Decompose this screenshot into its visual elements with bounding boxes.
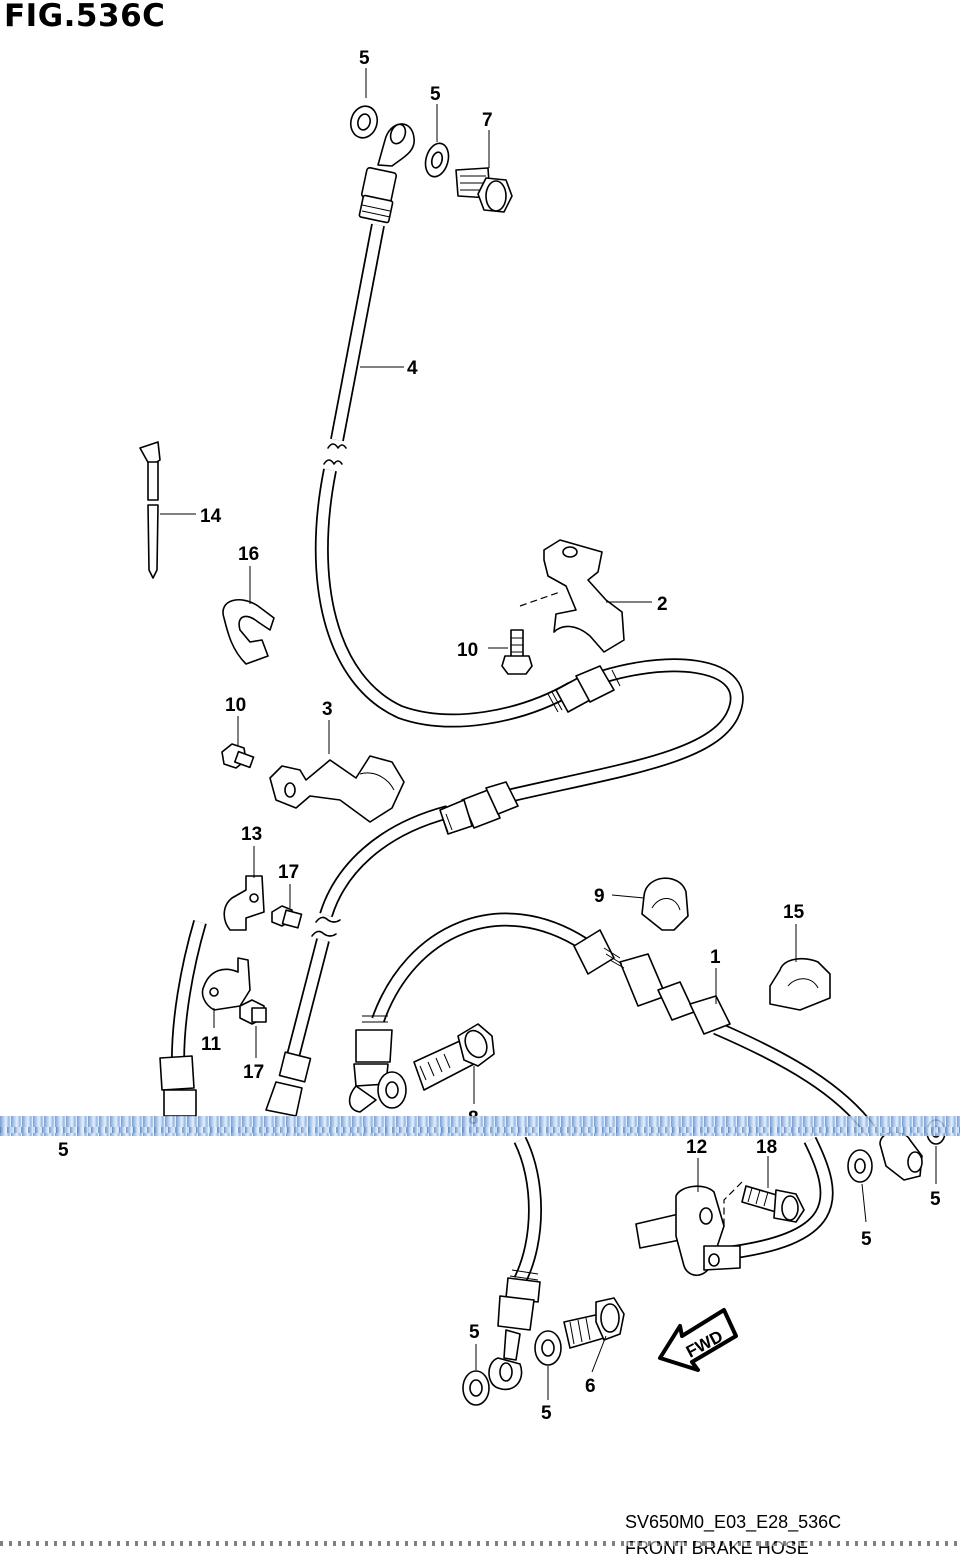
- bolt-17-lower: [239, 999, 267, 1025]
- callout-3: 3: [322, 699, 333, 720]
- scan-artifact-bottom: [0, 1541, 960, 1546]
- callout-10-upper: 10: [457, 640, 478, 661]
- callout-15: 15: [783, 902, 805, 923]
- callout-1: 1: [710, 947, 721, 968]
- callout-5-top: 5: [359, 48, 370, 69]
- callout-7: 7: [482, 110, 493, 131]
- bolt-10-upper: [501, 629, 533, 675]
- banjo-bolt-6: [563, 1297, 625, 1349]
- banjo-bolt-7: [455, 167, 513, 213]
- callout-9: 9: [594, 886, 605, 907]
- bolt-18: [741, 1185, 805, 1223]
- callout-5-bottom2: 5: [541, 1403, 552, 1424]
- callout-12: 12: [686, 1137, 707, 1158]
- washer-5-bottom1: [462, 1370, 490, 1406]
- bolt-10-lower: [221, 743, 255, 769]
- callout-14: 14: [200, 506, 222, 527]
- figure-title: FIG.536C: [4, 0, 166, 34]
- washer-5-top2: [424, 142, 450, 178]
- washer-5-top: [349, 105, 379, 139]
- callout-17-lower: 17: [243, 1062, 264, 1083]
- callout-5-right: 5: [930, 1189, 941, 1210]
- bracket-2: [543, 539, 625, 653]
- leader-lines: [160, 68, 937, 1400]
- bracket-3: [269, 755, 405, 823]
- callout-5-bottom1: 5: [469, 1322, 480, 1343]
- clamp-15: [769, 957, 831, 1011]
- washer-5-right: [847, 1149, 873, 1183]
- drawing-code: SV650M0_E03_E28_536C: [625, 1512, 842, 1532]
- banjo-bolt-8: [413, 1023, 495, 1091]
- callout-6: 6: [585, 1376, 596, 1397]
- callout-18: 18: [756, 1137, 777, 1158]
- callout-17-upper: 17: [278, 862, 299, 883]
- cable-tie-14: [139, 441, 161, 579]
- callout-5-top2: 5: [430, 84, 441, 105]
- callout-5-left: 5: [58, 1140, 69, 1161]
- callout-numbers: 5 5 7 4 14 16 2 10 10 3 13 17 9 15 1 11 …: [58, 48, 941, 1424]
- hose-4: [314, 123, 576, 728]
- hose-1: [348, 912, 876, 1284]
- callout-4: 4: [407, 358, 418, 379]
- clamp-16: [222, 598, 275, 665]
- callout-11: 11: [201, 1034, 222, 1055]
- fwd-arrow: FWD: [658, 1308, 738, 1372]
- callout-5-right2: 5: [861, 1229, 872, 1250]
- callout-10-lower: 10: [225, 695, 246, 716]
- bolt-17-upper: [271, 905, 303, 929]
- washer-5-mid: [377, 1071, 407, 1109]
- hose-main: [265, 658, 744, 1117]
- washer-5-bottom2: [534, 1330, 562, 1366]
- scan-artifact-band: [0, 1116, 960, 1136]
- hose-left-partial: [159, 920, 207, 1117]
- clamp-11: [201, 957, 251, 1011]
- callout-2: 2: [657, 594, 668, 615]
- clamp-13: [223, 875, 265, 931]
- sensor-12: [635, 1185, 741, 1277]
- clamp-9: [641, 877, 689, 931]
- callout-16: 16: [238, 544, 259, 565]
- callout-13: 13: [241, 824, 262, 845]
- scan-artifact-line: [0, 1127, 960, 1133]
- lower-fitting: [488, 1269, 541, 1391]
